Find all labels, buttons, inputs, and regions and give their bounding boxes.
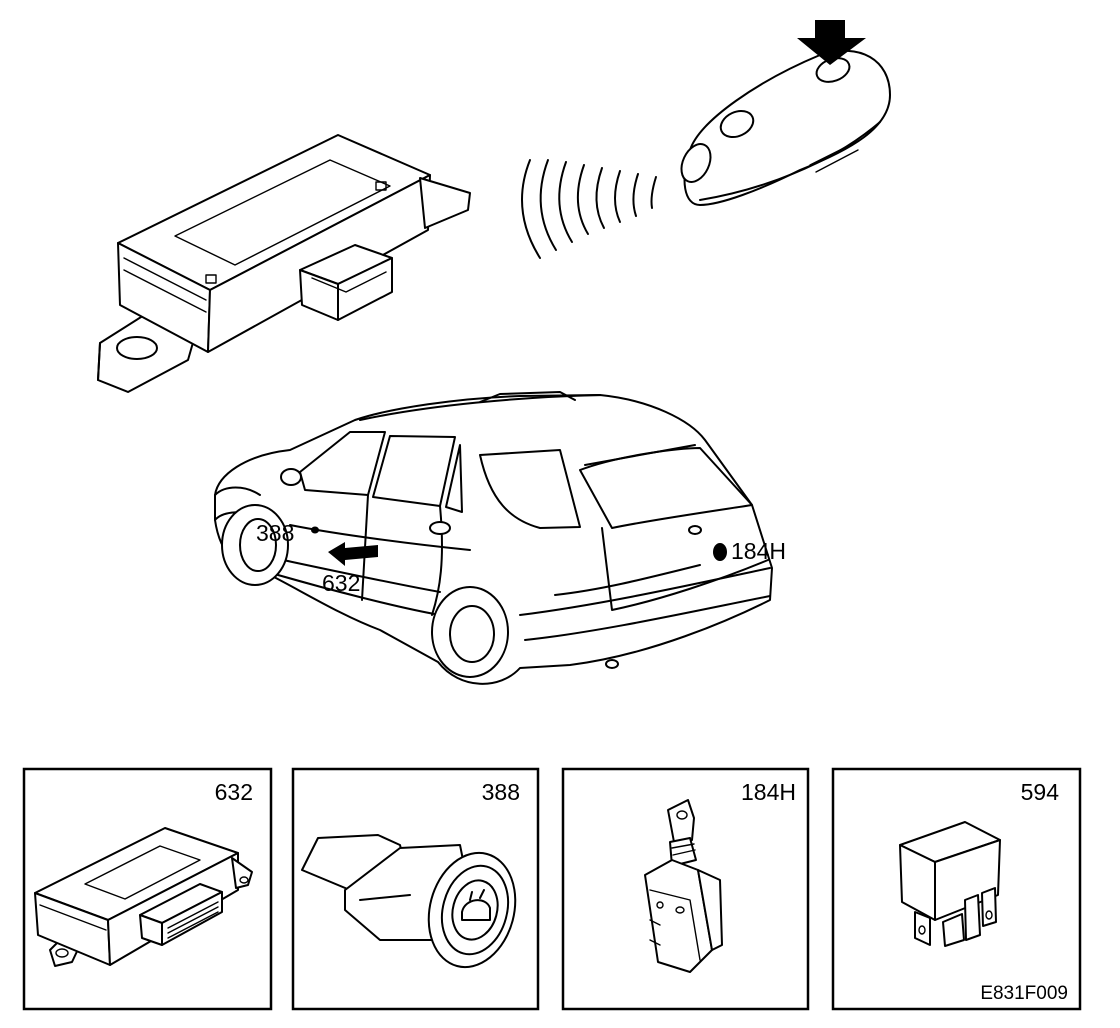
panel-632: 632: [22, 767, 273, 1011]
panel-594-number: 594: [1021, 779, 1060, 805]
panel-388-number: 388: [482, 779, 520, 805]
remote-key-fob: [680, 49, 891, 206]
callout-184h: 184H: [731, 538, 786, 564]
pointer-arrow-icon: [328, 542, 378, 566]
callout-388: 388: [256, 520, 294, 546]
panel-594: 594: [831, 767, 1082, 1011]
figure-code: E831F009: [980, 983, 1068, 1004]
panel-184h: 184H: [561, 767, 810, 1011]
lock-motor-illustration: [644, 799, 723, 973]
callout-632: 632: [322, 570, 360, 596]
car-wagon-illustration: [214, 391, 773, 685]
receiver-module-illustration: [97, 134, 471, 393]
down-arrow-icon: [797, 20, 866, 65]
relay-illustration: [899, 821, 1001, 947]
panel-388: 388: [291, 767, 540, 1011]
panel-184h-number: 184H: [741, 779, 796, 805]
control-module-illustration: [34, 827, 253, 967]
lock-switch-illustration: [301, 834, 517, 969]
panel-632-number: 632: [215, 779, 253, 805]
radio-wave-icon: [521, 159, 657, 259]
